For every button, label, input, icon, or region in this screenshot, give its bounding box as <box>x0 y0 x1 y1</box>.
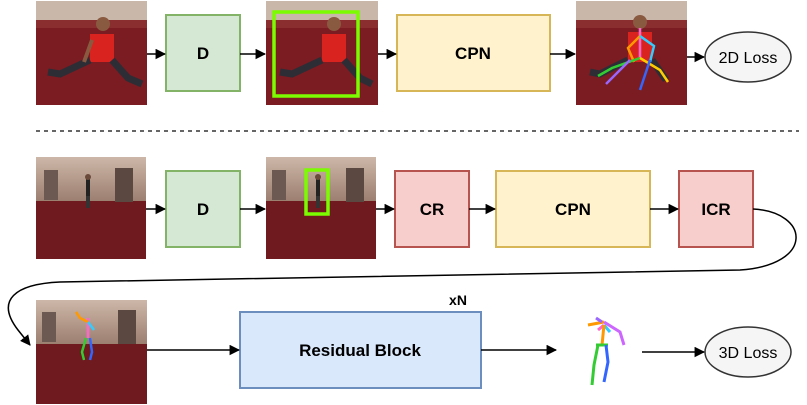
row2-detection-photo <box>266 157 376 259</box>
row2-detector-box: D <box>165 170 241 248</box>
row2-cr-label: CR <box>420 200 445 219</box>
row1-bounding-box <box>272 10 360 98</box>
row1-2d-skeleton <box>597 28 670 91</box>
row3-arrows <box>147 344 706 358</box>
row3-3d-skeleton <box>587 316 626 386</box>
row1-2d-loss: 2D Loss <box>704 31 792 83</box>
row1-cpn-label: CPN <box>455 44 491 63</box>
row2-input-photo <box>36 157 146 259</box>
icr-to-row3-connector <box>7 208 797 346</box>
row2-bounding-box <box>304 168 330 216</box>
row3-residual-label: Residual Block <box>299 341 421 360</box>
row3-3d-loss: 3D Loss <box>704 326 792 378</box>
row1-detection-photo <box>266 1 378 105</box>
row2-cr-box: CR <box>394 170 470 248</box>
row3-3d-loss-label: 3D Loss <box>719 345 778 362</box>
row3-input-photo <box>36 300 147 404</box>
row1-pose-photo <box>576 1 687 105</box>
row1-input-photo <box>36 1 147 105</box>
row1-2d-loss-label: 2D Loss <box>719 50 778 67</box>
row2-icr-box: ICR <box>678 170 754 248</box>
row1-arrows <box>147 48 706 63</box>
row2-cpn-label: CPN <box>555 200 591 219</box>
row3-2d-skeleton <box>74 311 95 361</box>
row1-cpn-box: CPN <box>396 14 551 92</box>
row3-repeat-label: xN <box>449 292 467 308</box>
row3-residual-block: Residual Block xN <box>239 292 482 389</box>
row2-icr-label: ICR <box>701 200 730 219</box>
row1-detector-box: D <box>165 14 241 92</box>
row1-detector-label: D <box>197 44 209 63</box>
row2-cpn-box: CPN <box>495 170 651 248</box>
row2-arrows <box>7 203 797 346</box>
row2-detector-label: D <box>197 200 209 219</box>
